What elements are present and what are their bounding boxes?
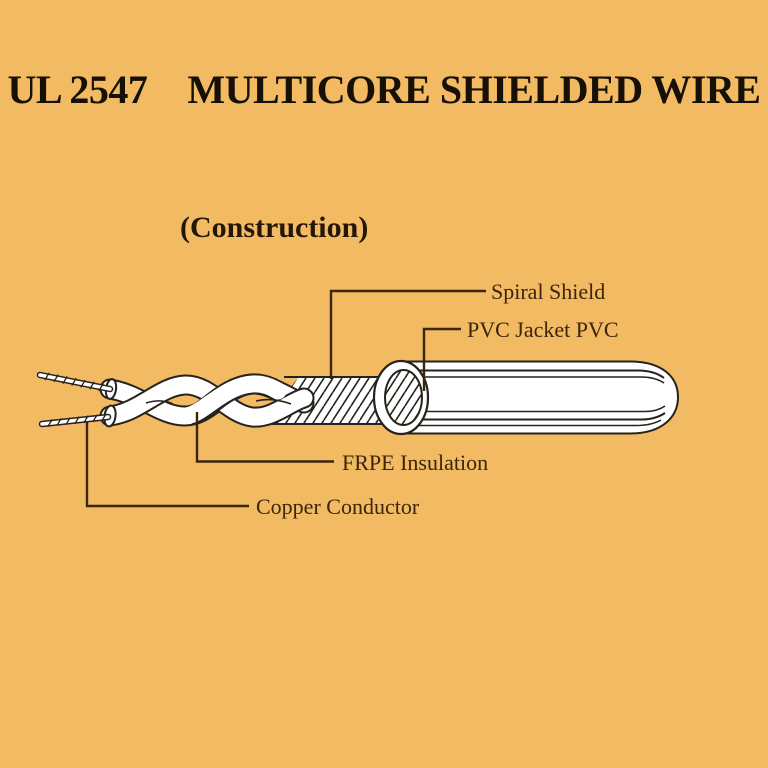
label-pvc-jacket: PVC Jacket PVC [467, 317, 619, 342]
copper-conductor-drawing [36, 371, 114, 428]
label-frpe-insulation: FRPE Insulation [342, 450, 489, 475]
title-standard-code: UL 2547 [7, 67, 148, 112]
title-product-name: MULTICORE SHIELDED WIRE [187, 67, 761, 112]
construction-heading: (Construction) [180, 211, 369, 244]
label-spiral-shield: Spiral Shield [491, 279, 606, 304]
copper-conductor-leader-line [85, 421, 249, 508]
frpe-insulation-leader-line [195, 412, 334, 463]
spiral-shield-leader-line [329, 289, 486, 379]
twisted-pair-drawing [99, 373, 315, 428]
pvc-jacket-leader-line [422, 327, 461, 391]
pvc-jacket-drawing [372, 359, 680, 436]
label-copper-conductor: Copper Conductor [256, 494, 420, 519]
page-title: UL 2547 MULTICORE SHIELDED WIRE [0, 66, 768, 113]
